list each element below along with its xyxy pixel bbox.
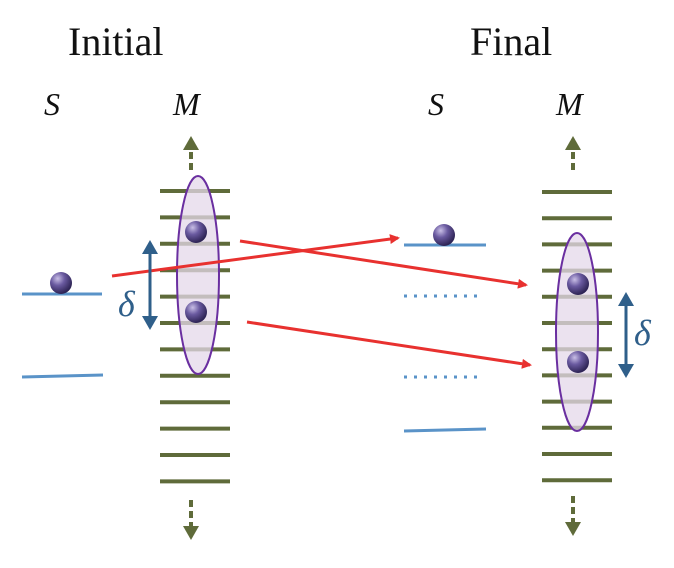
initial-title: Initial [68,19,164,64]
transition-arrow [111,234,400,278]
initial-system-lower-level [21,373,104,379]
final-ladder-up-arrow [565,136,581,170]
initial-delta-arrow [142,240,158,330]
meter-particle [567,351,589,373]
initial-system-label: S [44,86,60,122]
final-delta-label: δ [634,313,652,353]
initial-meter-label: M [172,86,202,122]
final-delta-arrow [618,292,634,378]
initial-ladder-down-arrow [183,500,199,540]
meter-particle [185,301,207,323]
meter-particle [567,273,589,295]
final-ladder-down-arrow [565,496,581,536]
system-particle [433,224,455,246]
transition-arrow [246,320,532,369]
final-title: Final [470,19,552,64]
initial-meter-ellipse [176,175,220,375]
final-system-label: S [428,86,444,122]
initial-ladder-up-arrow [183,136,199,170]
transition-arrow [239,239,528,289]
initial-delta-label: δ [118,284,136,324]
meter-particle [185,221,207,243]
system-particle [50,272,72,294]
final-meter-ellipse [555,232,599,432]
final-meter-label: M [555,86,585,122]
final-system-lower-level [403,427,487,433]
